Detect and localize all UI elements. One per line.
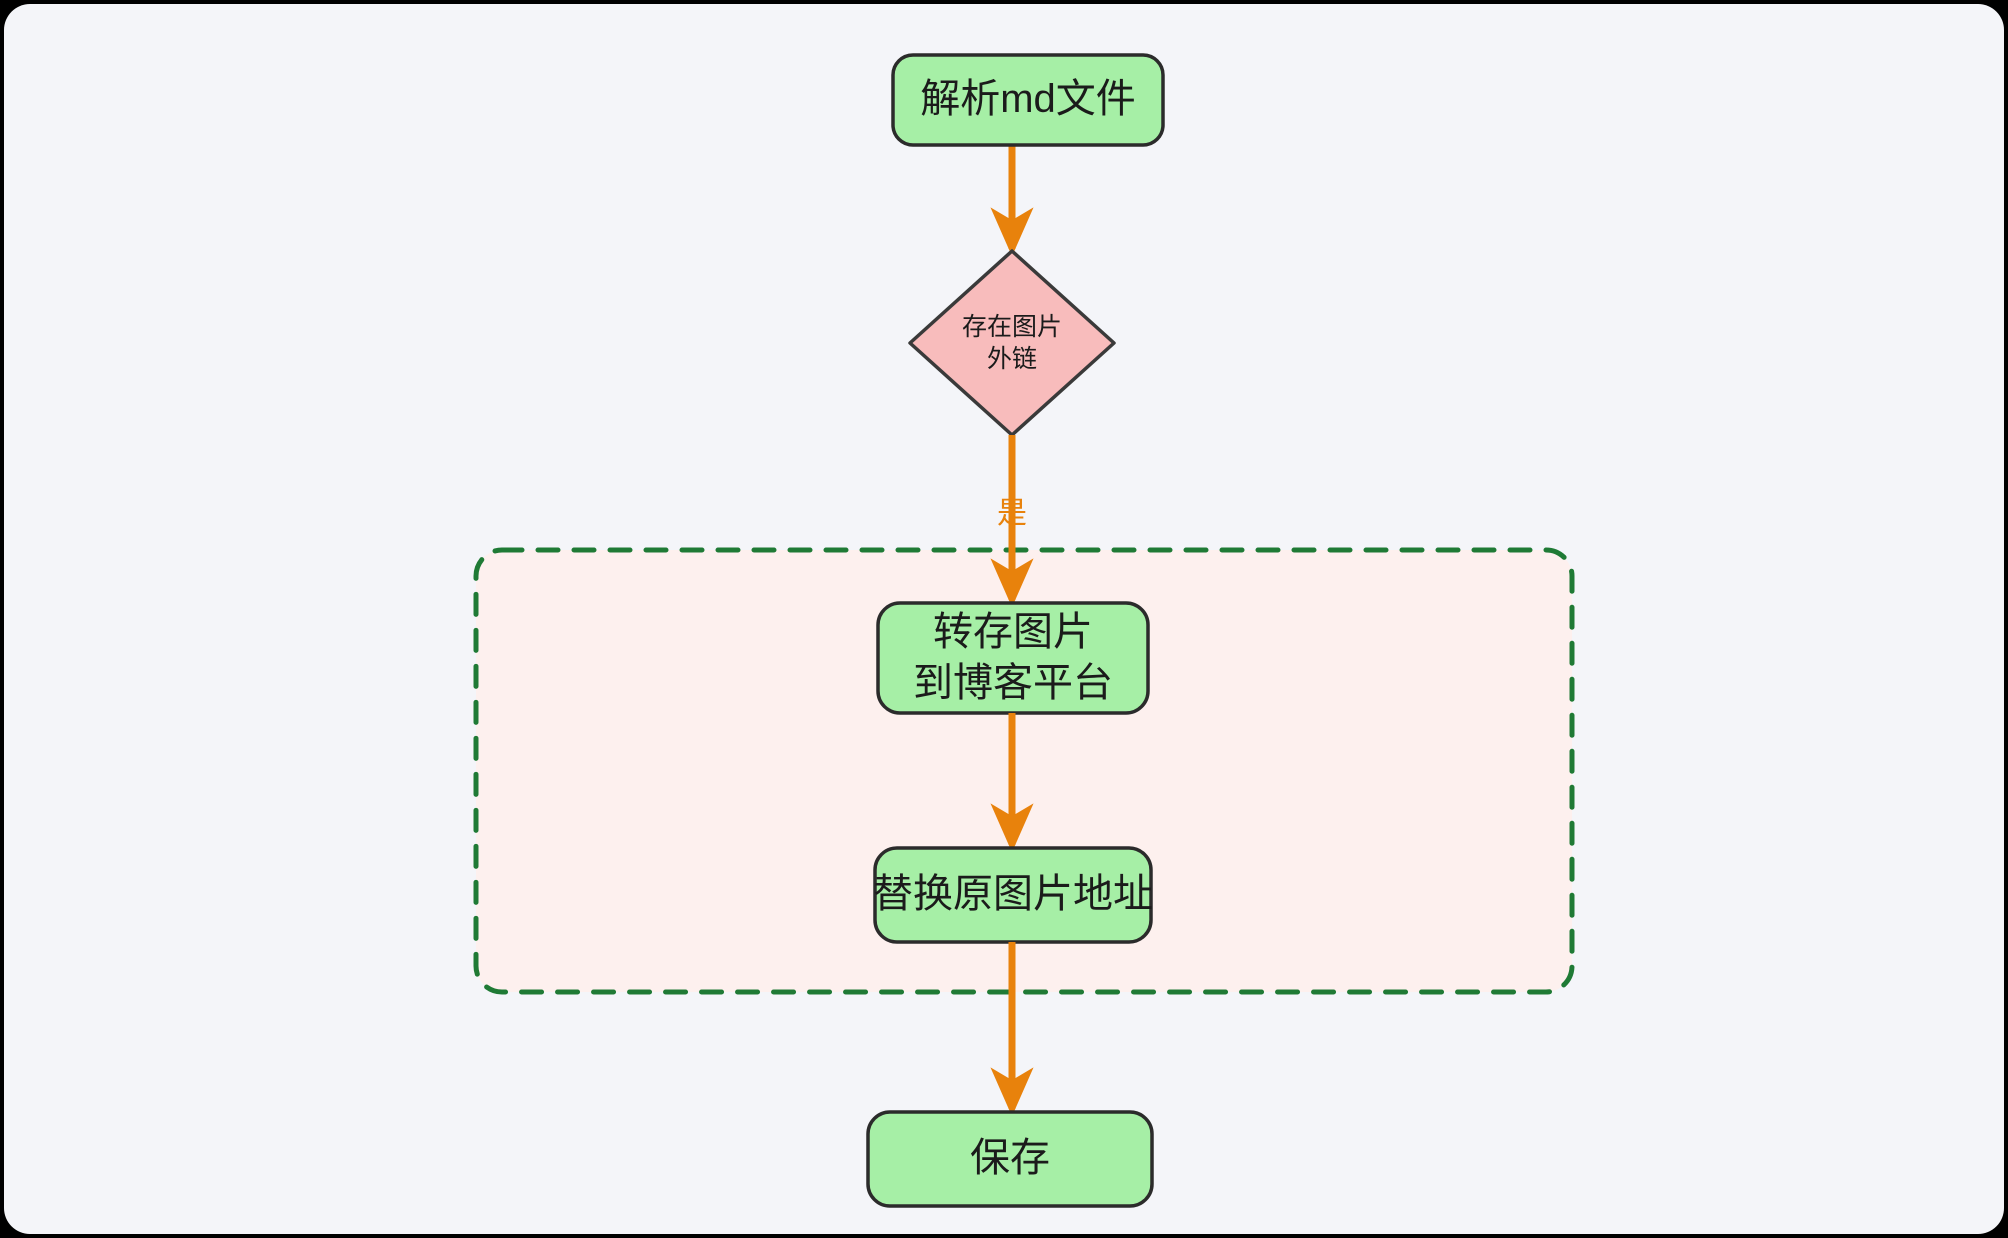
diagram-canvas: 解析md文件 存在图片 外链 是 转存图片 到博客平台 替换原图片地址 保存 [4,4,2004,1234]
edge-label-yes: 是 [997,497,1027,530]
node-save[interactable] [866,1110,1154,1208]
node-upload-image[interactable] [876,601,1150,715]
node-has-external-image[interactable] [908,249,1116,437]
subgraph-image-handling [473,547,1575,995]
flowchart-svg [473,53,1575,1208]
node-parse-md[interactable] [891,53,1165,147]
node-replace-url[interactable] [873,846,1153,944]
